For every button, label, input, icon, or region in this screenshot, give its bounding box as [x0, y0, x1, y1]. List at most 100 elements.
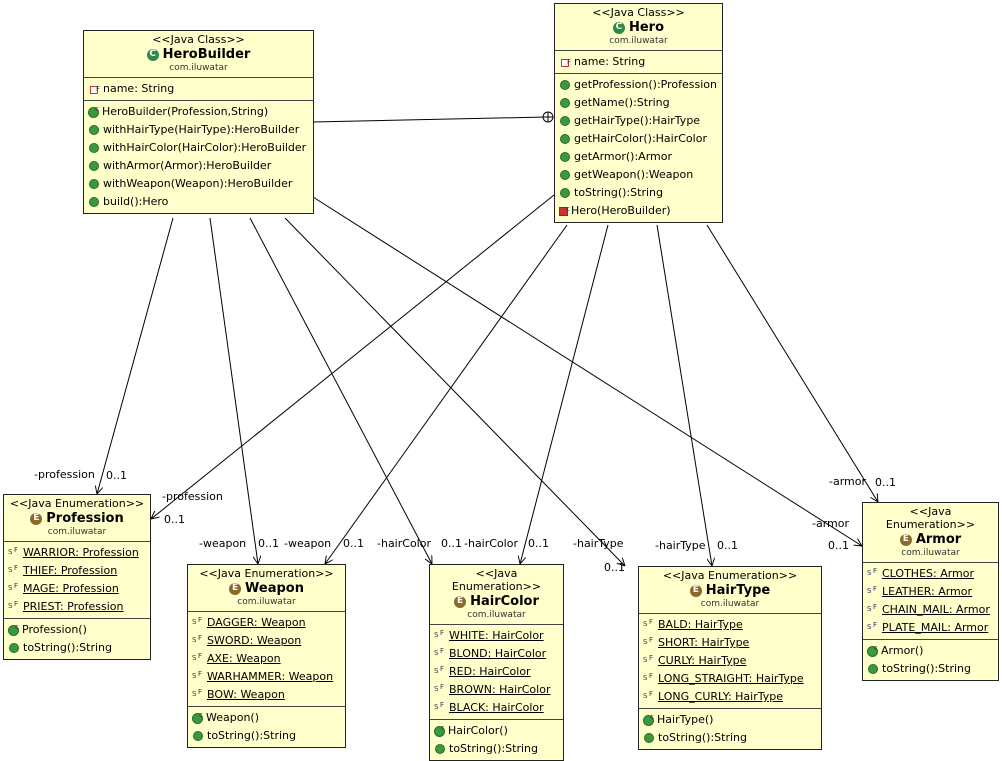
static-final-icon [434, 646, 446, 659]
public-method-icon [868, 664, 878, 674]
label-hb-armor-role: -armor [812, 517, 850, 530]
public-method-icon [560, 152, 570, 162]
edge-herobuilder-weapon [209, 217, 258, 564]
private-final-field-icon [561, 53, 571, 71]
stereotype: <<Java Class>> [592, 6, 685, 19]
static-final-icon [434, 664, 446, 677]
class-name: HairType [705, 583, 771, 598]
method-row: HeroBuilder(Profession,String) [88, 100, 313, 121]
edge-herobuilder-armor [312, 196, 862, 546]
label-hero-armor-mult: 0..1 [875, 476, 896, 489]
static-final-icon [434, 628, 446, 641]
enum-icon: E [689, 584, 702, 597]
static-final-icon [867, 620, 879, 633]
public-method-icon [89, 197, 99, 207]
public-method-icon [560, 80, 570, 90]
public-method-icon [89, 161, 99, 171]
edge-herobuilder-haircolor [249, 217, 432, 564]
package-name: com.iluwatar [901, 548, 960, 558]
literals-section: BALD: HairType SHORT: HairType CURLY: Ha… [639, 614, 821, 709]
stereotype: <<Java Enumeration>> [9, 497, 145, 510]
edge-herobuilder-profession [97, 217, 174, 494]
static-final-icon [643, 635, 655, 648]
static-final-icon [192, 633, 204, 646]
method-row: withWeapon(Weapon):HeroBuilder [88, 175, 313, 193]
label-hb-profession-role: -profession [34, 468, 95, 481]
label-hero-hairtype-role: -hairType [655, 539, 706, 552]
static-final-icon [8, 545, 20, 558]
literal-row: RED: HairColor [434, 663, 563, 681]
static-final-icon [434, 682, 446, 695]
method-row: toString():String [434, 740, 563, 758]
literal-row: WARHAMMER: Weapon [192, 668, 345, 686]
methods-section: HairColor() toString():String [430, 719, 563, 760]
label-hero-weapon-mult: 0..1 [343, 537, 364, 550]
method-row: HairColor() [434, 719, 563, 740]
static-final-icon [643, 653, 655, 666]
public-method-icon [560, 170, 570, 180]
label-hero-haircolor-role: -hairColor [464, 537, 518, 550]
static-final-icon [192, 669, 204, 682]
method-row: toString():String [192, 727, 345, 745]
static-final-icon [192, 687, 204, 700]
class-name: Armor [915, 532, 962, 547]
method-row: Profession() [8, 618, 150, 639]
literal-row: BOW: Weapon [192, 686, 345, 704]
static-final-icon [867, 566, 879, 579]
literal-row: LEATHER: Armor [867, 583, 998, 601]
static-final-icon [8, 563, 20, 576]
static-final-icon [643, 617, 655, 630]
public-method-icon [89, 143, 99, 153]
package-name: com.iluwatar [237, 597, 296, 607]
label-hero-profession-role: -profession [162, 490, 223, 503]
methods-section: HeroBuilder(Profession,String) withHairT… [84, 100, 313, 213]
label-hero-weapon-role: -weapon [284, 537, 332, 550]
method-row: withHairType(HairType):HeroBuilder [88, 121, 313, 139]
label-hb-weapon-role: -weapon [199, 537, 247, 550]
edge-hero-armor [706, 224, 878, 502]
literal-row: WHITE: HairColor [434, 627, 563, 645]
public-method-icon [560, 116, 570, 126]
edge-hero-hairtype [656, 224, 712, 566]
static-final-icon [643, 689, 655, 702]
method-row: withHairColor(HairColor):HeroBuilder [88, 139, 313, 157]
literal-row: PLATE_MAIL: Armor [867, 619, 998, 637]
private-final-field-icon [90, 80, 100, 98]
literals-section: WARRIOR: Profession THIEF: Profession MA… [4, 542, 150, 619]
class-name: Hero [628, 20, 665, 35]
literal-row: BROWN: HairColor [434, 681, 563, 699]
label-hb-haircolor-role: -hairColor [377, 537, 431, 550]
method-row: Weapon() [192, 706, 345, 727]
label-hero-hairtype-mult: 0..1 [717, 539, 738, 552]
constructor-icon [867, 639, 878, 657]
class-name: HeroBuilder [162, 47, 251, 62]
fields-section: name: String [84, 78, 313, 101]
constructor-icon [192, 706, 203, 724]
label-hero-armor-role: -armor [829, 475, 867, 488]
public-method-icon [9, 643, 19, 653]
literal-row: BLACK: HairColor [434, 699, 563, 717]
methods-section: HairType() toString():String [639, 708, 821, 749]
literals-section: WHITE: HairColor BLOND: HairColor RED: H… [430, 625, 563, 720]
private-constructor-icon [559, 200, 570, 218]
public-method-icon [560, 98, 570, 108]
fields-section: name: String [555, 51, 722, 74]
enum-icon: E [899, 533, 912, 546]
package-name: com.iluwatar [700, 599, 760, 609]
static-final-icon [192, 651, 204, 664]
method-row: getName():String [559, 94, 722, 112]
constructor-icon [88, 100, 99, 118]
